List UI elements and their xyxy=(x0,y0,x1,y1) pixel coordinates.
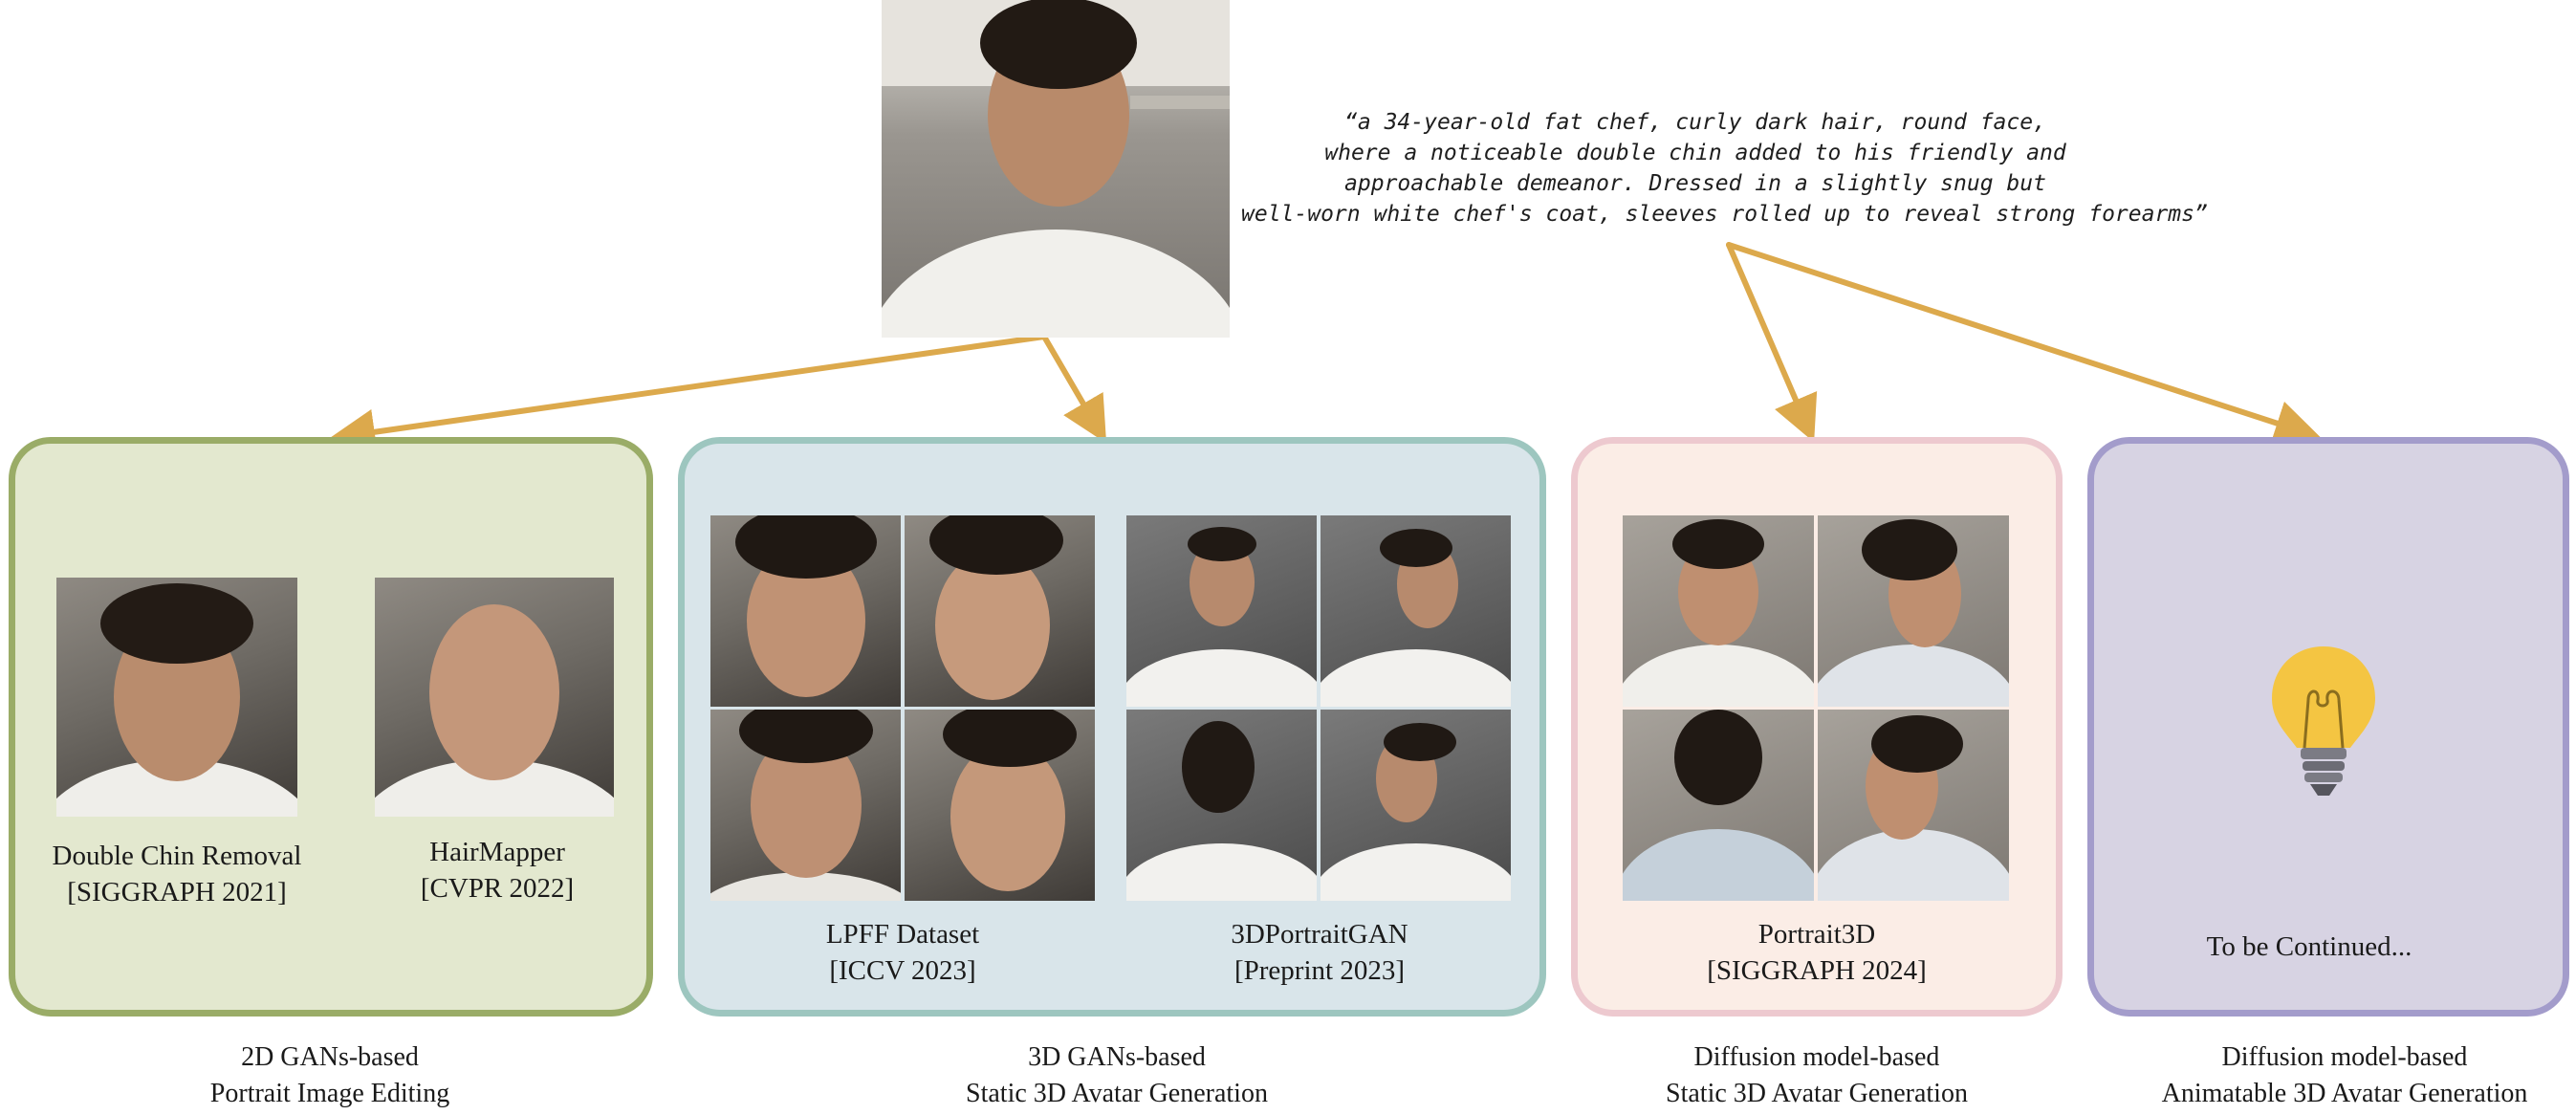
category-line-2: Animatable 3D Avatar Generation xyxy=(2161,1079,2528,1108)
portrait3d-view-3 xyxy=(1623,710,1814,901)
lightbulb-icon xyxy=(2272,646,2375,796)
portrait3d-view-2 xyxy=(1818,515,2009,707)
method-venue: [CVPR 2022] xyxy=(420,873,575,904)
category-line-1: Diffusion model-based xyxy=(1693,1042,1940,1072)
prompt-line-3: approachable demeanor. Dressed in a slig… xyxy=(1344,171,2046,196)
portrait3d-grid xyxy=(1623,515,2009,901)
3dportraitgan-view-4 xyxy=(1321,710,1511,901)
3dportraitgan-view-3 xyxy=(1126,710,1317,901)
caption-portrait3d: Portrait3D [SIGGRAPH 2024] xyxy=(1707,916,1927,989)
portrait3d-view-4 xyxy=(1818,710,2009,901)
category-line-1: 3D GANs-based xyxy=(1028,1042,1206,1072)
prompt-line-4: well-worn white chef's coat, sleeves rol… xyxy=(1241,202,2208,227)
result-double-chin-removal xyxy=(56,578,297,817)
input-photo-chef xyxy=(882,0,1230,338)
3dportraitgan-view-2 xyxy=(1321,515,1511,707)
category-diffusion-animatable: Diffusion model-based Animatable 3D Avat… xyxy=(2162,1039,2528,1112)
prompt-line-2: where a noticeable double chin added to … xyxy=(1324,141,2066,165)
result-hairmapper xyxy=(375,578,614,817)
method-venue: [SIGGRAPH 2024] xyxy=(1707,955,1927,986)
caption-3dportraitgan: 3DPortraitGAN [Preprint 2023] xyxy=(1231,916,1408,989)
to-be-continued-text: To be Continued... xyxy=(2206,931,2412,962)
text-prompt: “a 34-year-old fat chef, curly dark hair… xyxy=(1241,107,2208,230)
category-line-2: Static 3D Avatar Generation xyxy=(1666,1079,1968,1108)
3dportraitgan-view-1 xyxy=(1126,515,1317,707)
lpff-view-1 xyxy=(710,515,901,707)
arrow-to-3d-gans xyxy=(1041,334,1107,444)
arrow-to-diffusion-static xyxy=(1726,242,1818,443)
caption-hairmapper: HairMapper [CVPR 2022] xyxy=(421,834,574,907)
lpff-view-2 xyxy=(905,515,1095,707)
portrait3d-view-1 xyxy=(1623,515,1814,707)
category-3d-gans: 3D GANs-based Static 3D Avatar Generatio… xyxy=(966,1039,1268,1112)
arrow-to-diffusion-animatable xyxy=(1726,242,2322,446)
method-name: Double Chin Removal xyxy=(52,841,302,871)
prompt-line-1: “a 34-year-old fat chef, curly dark hair… xyxy=(1344,110,2046,135)
method-venue: [SIGGRAPH 2021] xyxy=(67,877,287,907)
method-name: Portrait3D xyxy=(1757,919,1876,950)
category-diffusion-static: Diffusion model-based Static 3D Avatar G… xyxy=(1666,1039,1968,1112)
method-venue: [Preprint 2023] xyxy=(1233,955,1405,986)
3dportraitgan-grid xyxy=(1126,515,1511,901)
method-name: LPFF Dataset xyxy=(825,919,980,950)
category-line-1: Diffusion model-based xyxy=(2221,1042,2468,1072)
caption-lpff-dataset: LPFF Dataset [ICCV 2023] xyxy=(826,916,979,989)
method-name: 3DPortraitGAN xyxy=(1231,919,1408,950)
lpff-view-3 xyxy=(710,710,901,901)
category-2d-gans: 2D GANs-based Portrait Image Editing xyxy=(210,1039,449,1112)
category-line-2: Static 3D Avatar Generation xyxy=(966,1079,1268,1108)
category-line-2: Portrait Image Editing xyxy=(209,1079,450,1108)
lpff-view-4 xyxy=(905,710,1095,901)
method-name: HairMapper xyxy=(429,837,565,867)
caption-double-chin-removal: Double Chin Removal [SIGGRAPH 2021] xyxy=(53,838,302,910)
category-line-1: 2D GANs-based xyxy=(241,1042,419,1072)
lpff-grid xyxy=(710,515,1095,901)
method-venue: [ICCV 2023] xyxy=(829,955,976,986)
arrow-to-2d-gans xyxy=(329,334,1047,455)
